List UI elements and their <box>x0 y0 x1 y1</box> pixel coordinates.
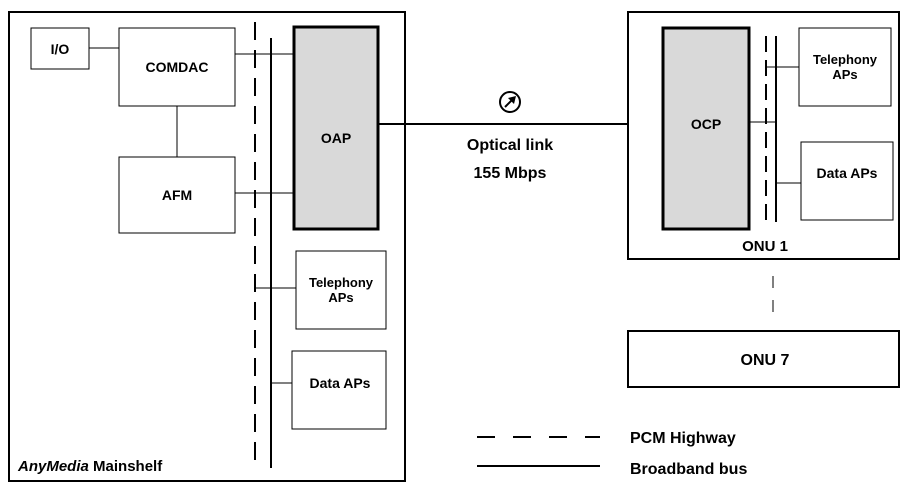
compass-arrow-icon <box>499 91 521 113</box>
io-label: I/O <box>51 41 70 57</box>
onu-telephony-aps-label-line2: APs <box>832 67 857 82</box>
io-box <box>30 27 90 70</box>
comdac-label: COMDAC <box>146 59 209 75</box>
onu-data-aps-box <box>800 141 894 221</box>
data-aps-box <box>291 350 387 430</box>
onu-telephony-aps-label-line1: Telephony <box>813 52 878 67</box>
comdac-box <box>118 27 236 107</box>
mainshelf-label: AnyMedia Mainshelf <box>17 458 163 475</box>
optical-link: Optical link 155 Mbps <box>378 91 663 182</box>
onu1: OCP Telephony APs Data APs ONU 1 <box>627 11 900 260</box>
onu1-label: ONU 1 <box>742 238 788 255</box>
mainshelf-label-italic: AnyMedia <box>17 458 89 475</box>
afm-label: AFM <box>162 187 192 203</box>
onu-data-aps-label: Data APs <box>817 165 878 181</box>
mainshelf: I/O COMDAC AFM OAP Telephony APs Data AP… <box>8 11 406 482</box>
telephony-aps-label-line2: APs <box>328 290 353 305</box>
legend: PCM Highway Broadband bus <box>477 430 747 478</box>
oap-label: OAP <box>321 130 351 146</box>
telephony-aps-box <box>295 250 387 330</box>
onu7-label: ONU 7 <box>741 352 790 369</box>
ocp-label: OCP <box>691 116 721 132</box>
legend-pcm-label: PCM Highway <box>630 430 736 447</box>
oap-box <box>292 25 380 231</box>
onu-telephony-aps-box <box>798 27 892 107</box>
telephony-aps-label-line1: Telephony <box>309 275 374 290</box>
optical-link-label: Optical link <box>467 137 553 154</box>
onu7-frame <box>627 330 900 388</box>
ocp-box <box>661 26 751 231</box>
onu7: ONU 7 <box>627 330 900 388</box>
legend-broadband-label: Broadband bus <box>630 461 747 478</box>
data-aps-label: Data APs <box>310 375 371 391</box>
optical-link-speed: 155 Mbps <box>474 165 547 182</box>
mainshelf-label-rest: Mainshelf <box>89 458 163 475</box>
afm-box <box>118 156 236 234</box>
